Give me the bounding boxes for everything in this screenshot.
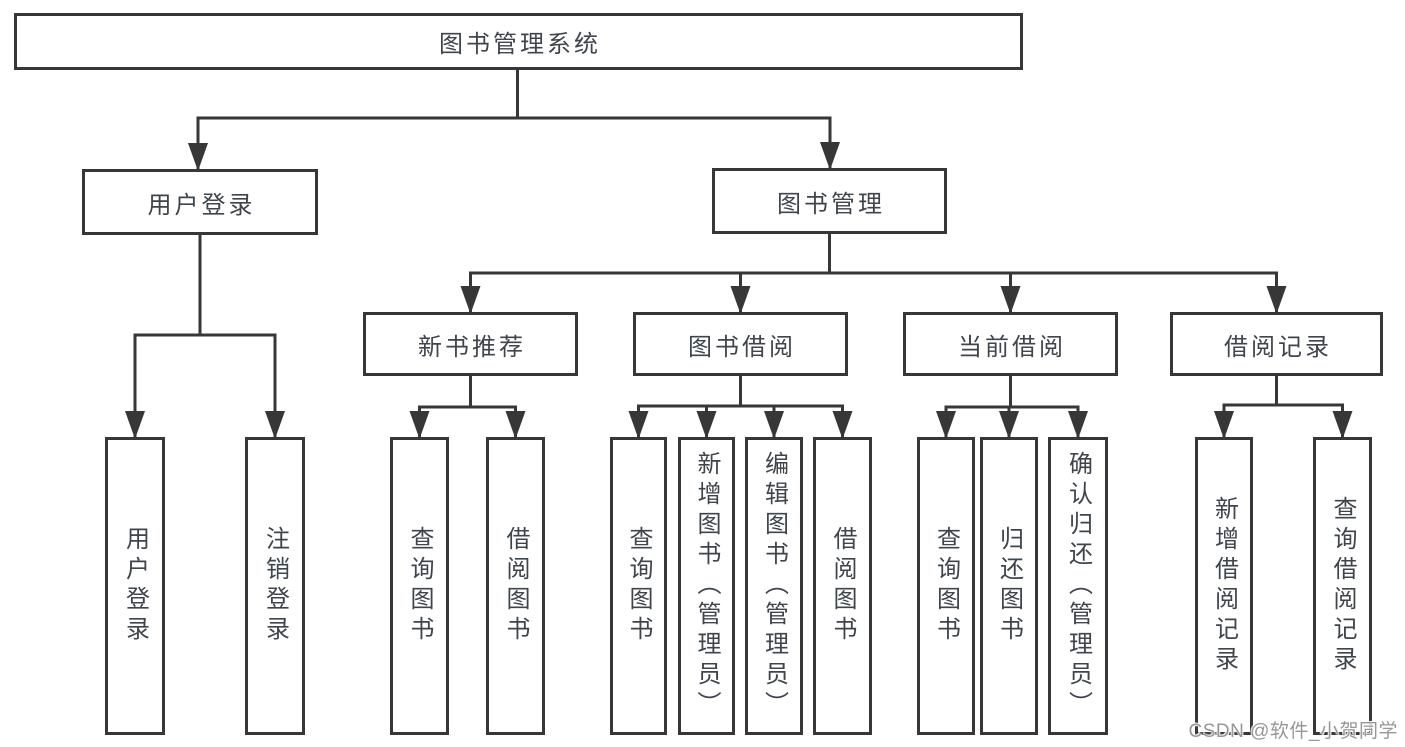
leaf-user-login-label: 用户登录 bbox=[121, 526, 149, 646]
leaf-logout: 注销登录 bbox=[245, 437, 305, 735]
leaf-query-book-current: 查询图书 bbox=[917, 437, 975, 735]
leaf-query-book-rec-label: 查询图书 bbox=[406, 526, 433, 646]
leaf-edit-book-admin-label: 编辑图书（管理员） bbox=[760, 451, 788, 721]
csdn-watermark: CSDN @软件_小贺同学 bbox=[1188, 721, 1398, 742]
leaf-borrow-book-borrow-label: 借阅图书 bbox=[829, 526, 856, 646]
leaf-query-borrow-record: 查询借阅记录 bbox=[1313, 437, 1372, 735]
leaf-borrow-book-rec: 借阅图书 bbox=[486, 437, 545, 735]
leaf-borrow-book-borrow: 借阅图书 bbox=[813, 437, 872, 735]
node-current-borrow: 当前借阅 bbox=[903, 312, 1118, 376]
node-book-borrow: 图书借阅 bbox=[633, 312, 848, 376]
leaf-add-book-admin: 新增图书（管理员） bbox=[678, 437, 735, 735]
node-new-book-recommend: 新书推荐 bbox=[363, 312, 578, 376]
leaf-return-book-label: 归还图书 bbox=[995, 526, 1023, 646]
leaf-borrow-book-rec-label: 借阅图书 bbox=[502, 526, 529, 646]
node-root-label: 图书管理系统 bbox=[439, 31, 601, 58]
leaf-edit-book-admin: 编辑图书（管理员） bbox=[745, 437, 803, 735]
leaf-query-borrow-record-label: 查询借阅记录 bbox=[1329, 496, 1356, 676]
leaf-query-book-rec: 查询图书 bbox=[390, 437, 449, 735]
leaf-query-book-borrow: 查询图书 bbox=[610, 437, 667, 735]
leaf-return-book: 归还图书 bbox=[980, 437, 1038, 735]
leaf-user-login: 用户登录 bbox=[105, 437, 165, 735]
leaf-logout-label: 注销登录 bbox=[261, 526, 289, 646]
leaf-confirm-return-admin-label: 确认归还（管理员） bbox=[1064, 451, 1092, 721]
node-book-management-label: 图书管理 bbox=[777, 190, 885, 218]
node-borrow-records-label: 借阅记录 bbox=[1224, 333, 1332, 361]
node-current-borrow-label: 当前借阅 bbox=[958, 333, 1066, 361]
node-book-management: 图书管理 bbox=[712, 168, 947, 234]
leaf-query-book-borrow-label: 查询图书 bbox=[625, 526, 652, 646]
leaf-confirm-return-admin: 确认归还（管理员） bbox=[1048, 437, 1108, 735]
node-new-book-recommend-label: 新书推荐 bbox=[418, 333, 526, 361]
leaf-query-book-current-label: 查询图书 bbox=[932, 526, 960, 646]
leaf-add-borrow-record-label: 新增借阅记录 bbox=[1210, 496, 1238, 676]
node-user-login: 用户登录 bbox=[82, 169, 318, 235]
node-root: 图书管理系统 bbox=[14, 13, 1023, 70]
leaf-add-book-admin-label: 新增图书（管理员） bbox=[693, 451, 720, 721]
node-user-login-label: 用户登录 bbox=[147, 191, 256, 219]
leaf-add-borrow-record: 新增借阅记录 bbox=[1195, 437, 1253, 735]
node-borrow-records: 借阅记录 bbox=[1170, 312, 1383, 376]
node-book-borrow-label: 图书借阅 bbox=[688, 333, 796, 361]
